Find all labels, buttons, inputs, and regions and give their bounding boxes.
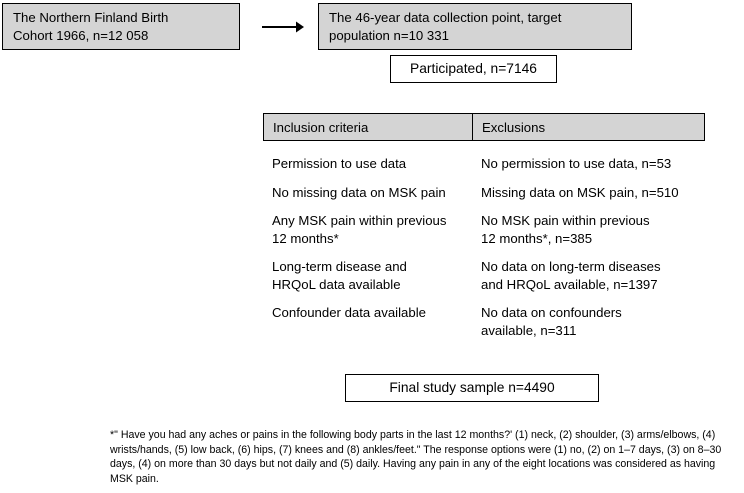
exclusion-cell: No permission to use data, n=53	[481, 156, 672, 171]
participated-box: Participated, n=7146	[390, 55, 557, 83]
table-row: Any MSK pain within previous 12 months* …	[263, 212, 705, 247]
column-header-exclusions: Exclusions	[473, 114, 704, 140]
flow-arrow-icon	[262, 19, 304, 35]
exclusion-cell: No MSK pain within previous 12 months*, …	[481, 213, 650, 246]
inclusion-cell: No missing data on MSK pain	[272, 184, 446, 200]
inclusion-cell: Confounder data available	[272, 305, 426, 320]
exclusion-cell: No data on confounders available, n=311	[481, 305, 622, 338]
inclusion-cell: Long-term disease and HRQoL data availab…	[272, 259, 407, 292]
table-row: Confounder data available No data on con…	[263, 304, 705, 339]
cohort-box-label: The Northern Finland Birth Cohort 1966, …	[13, 9, 169, 43]
table-header-row: Inclusion criteria Exclusions	[263, 113, 705, 141]
footnote: *" Have you had any aches or pains in th…	[110, 429, 722, 485]
participated-label: Participated, n=7146	[410, 61, 537, 76]
inclusion-cell: Permission to use data	[272, 156, 407, 171]
table-row: No missing data on MSK pain Missing data…	[263, 184, 705, 202]
column-header-exclusions-label: Exclusions	[482, 119, 546, 135]
target-population-label: The 46-year data collection point, targe…	[329, 9, 562, 43]
criteria-table: Inclusion criteria Exclusions Permission…	[263, 113, 705, 350]
target-population-box: The 46-year data collection point, targe…	[318, 3, 632, 50]
exclusion-cell: No data on long-term diseases and HRQoL …	[481, 259, 661, 292]
cohort-box: The Northern Finland Birth Cohort 1966, …	[2, 3, 240, 50]
final-sample-label: Final study sample n=4490	[389, 380, 555, 395]
inclusion-cell: Any MSK pain within previous 12 months*	[272, 213, 447, 246]
column-header-inclusion-label: Inclusion criteria	[273, 119, 369, 135]
exclusion-cell: Missing data on MSK pain, n=510	[481, 184, 679, 200]
column-header-inclusion: Inclusion criteria	[264, 114, 473, 140]
table-row: Long-term disease and HRQoL data availab…	[263, 258, 705, 293]
final-sample-box: Final study sample n=4490	[345, 374, 599, 402]
table-body: Permission to use data No permission to …	[263, 155, 705, 339]
table-row: Permission to use data No permission to …	[263, 155, 705, 173]
